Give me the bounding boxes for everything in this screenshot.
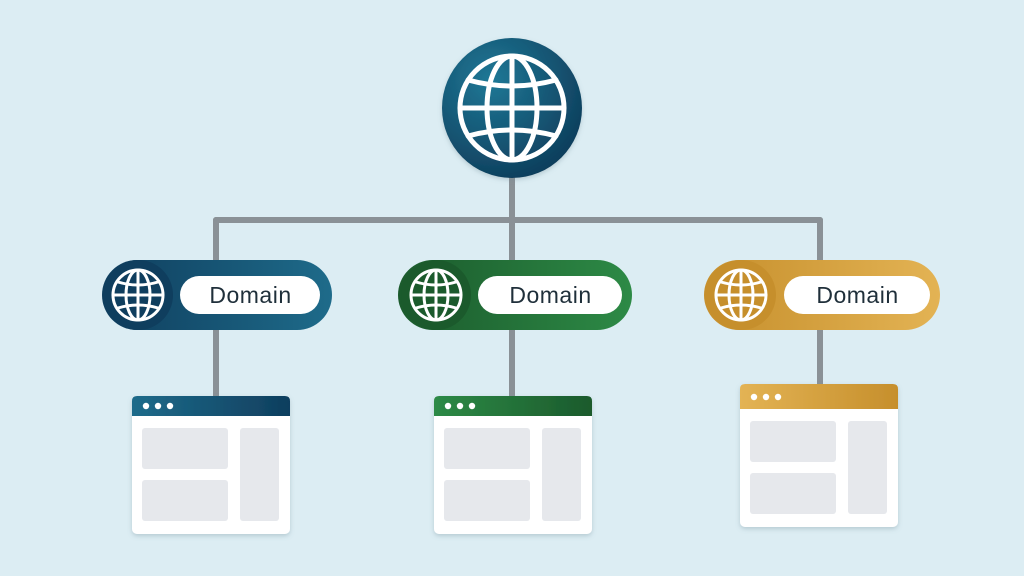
domain-label-3: Domain <box>816 282 899 308</box>
domain-node-3 <box>704 260 940 330</box>
globe-icon <box>457 53 567 163</box>
content-blocks <box>750 421 887 514</box>
content-blocks <box>142 428 279 521</box>
domain-node-2 <box>398 260 632 330</box>
content-blocks <box>444 428 581 521</box>
domain-label-1: Domain <box>209 282 292 308</box>
globe-icon <box>409 268 463 322</box>
window-dots <box>444 402 476 410</box>
website-window-1 <box>132 396 290 534</box>
website-window-3 <box>740 384 898 527</box>
window-dots <box>142 402 174 410</box>
globe-icon <box>111 268 165 322</box>
connector-lines <box>213 167 823 399</box>
domain-node-1 <box>102 260 332 330</box>
domain-label-2: Domain <box>509 282 592 308</box>
window-dots <box>750 393 782 401</box>
website-window-2 <box>434 396 592 534</box>
globe-icon <box>714 268 768 322</box>
root-globe-node <box>442 38 582 178</box>
